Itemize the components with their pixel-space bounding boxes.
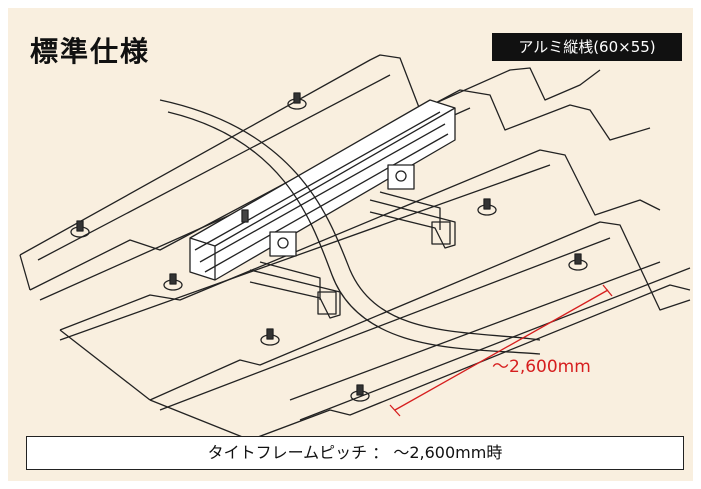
pitch-dimension [389,284,613,417]
frame-bracket-front [249,261,341,319]
caption-bar: タイトフレームピッチ ： 〜2,600mm時 [26,436,684,470]
cable [159,99,541,355]
aluminum-rail [189,99,456,281]
roof-sheet [19,54,691,441]
frame-bracket-back [369,191,456,249]
spec-badge: アルミ縦桟(60×55) [492,33,682,61]
page-title: 標準仕様 [30,35,151,68]
pitch-dimension-label: 〜2,600mm [492,357,591,377]
fasteners [70,92,588,402]
